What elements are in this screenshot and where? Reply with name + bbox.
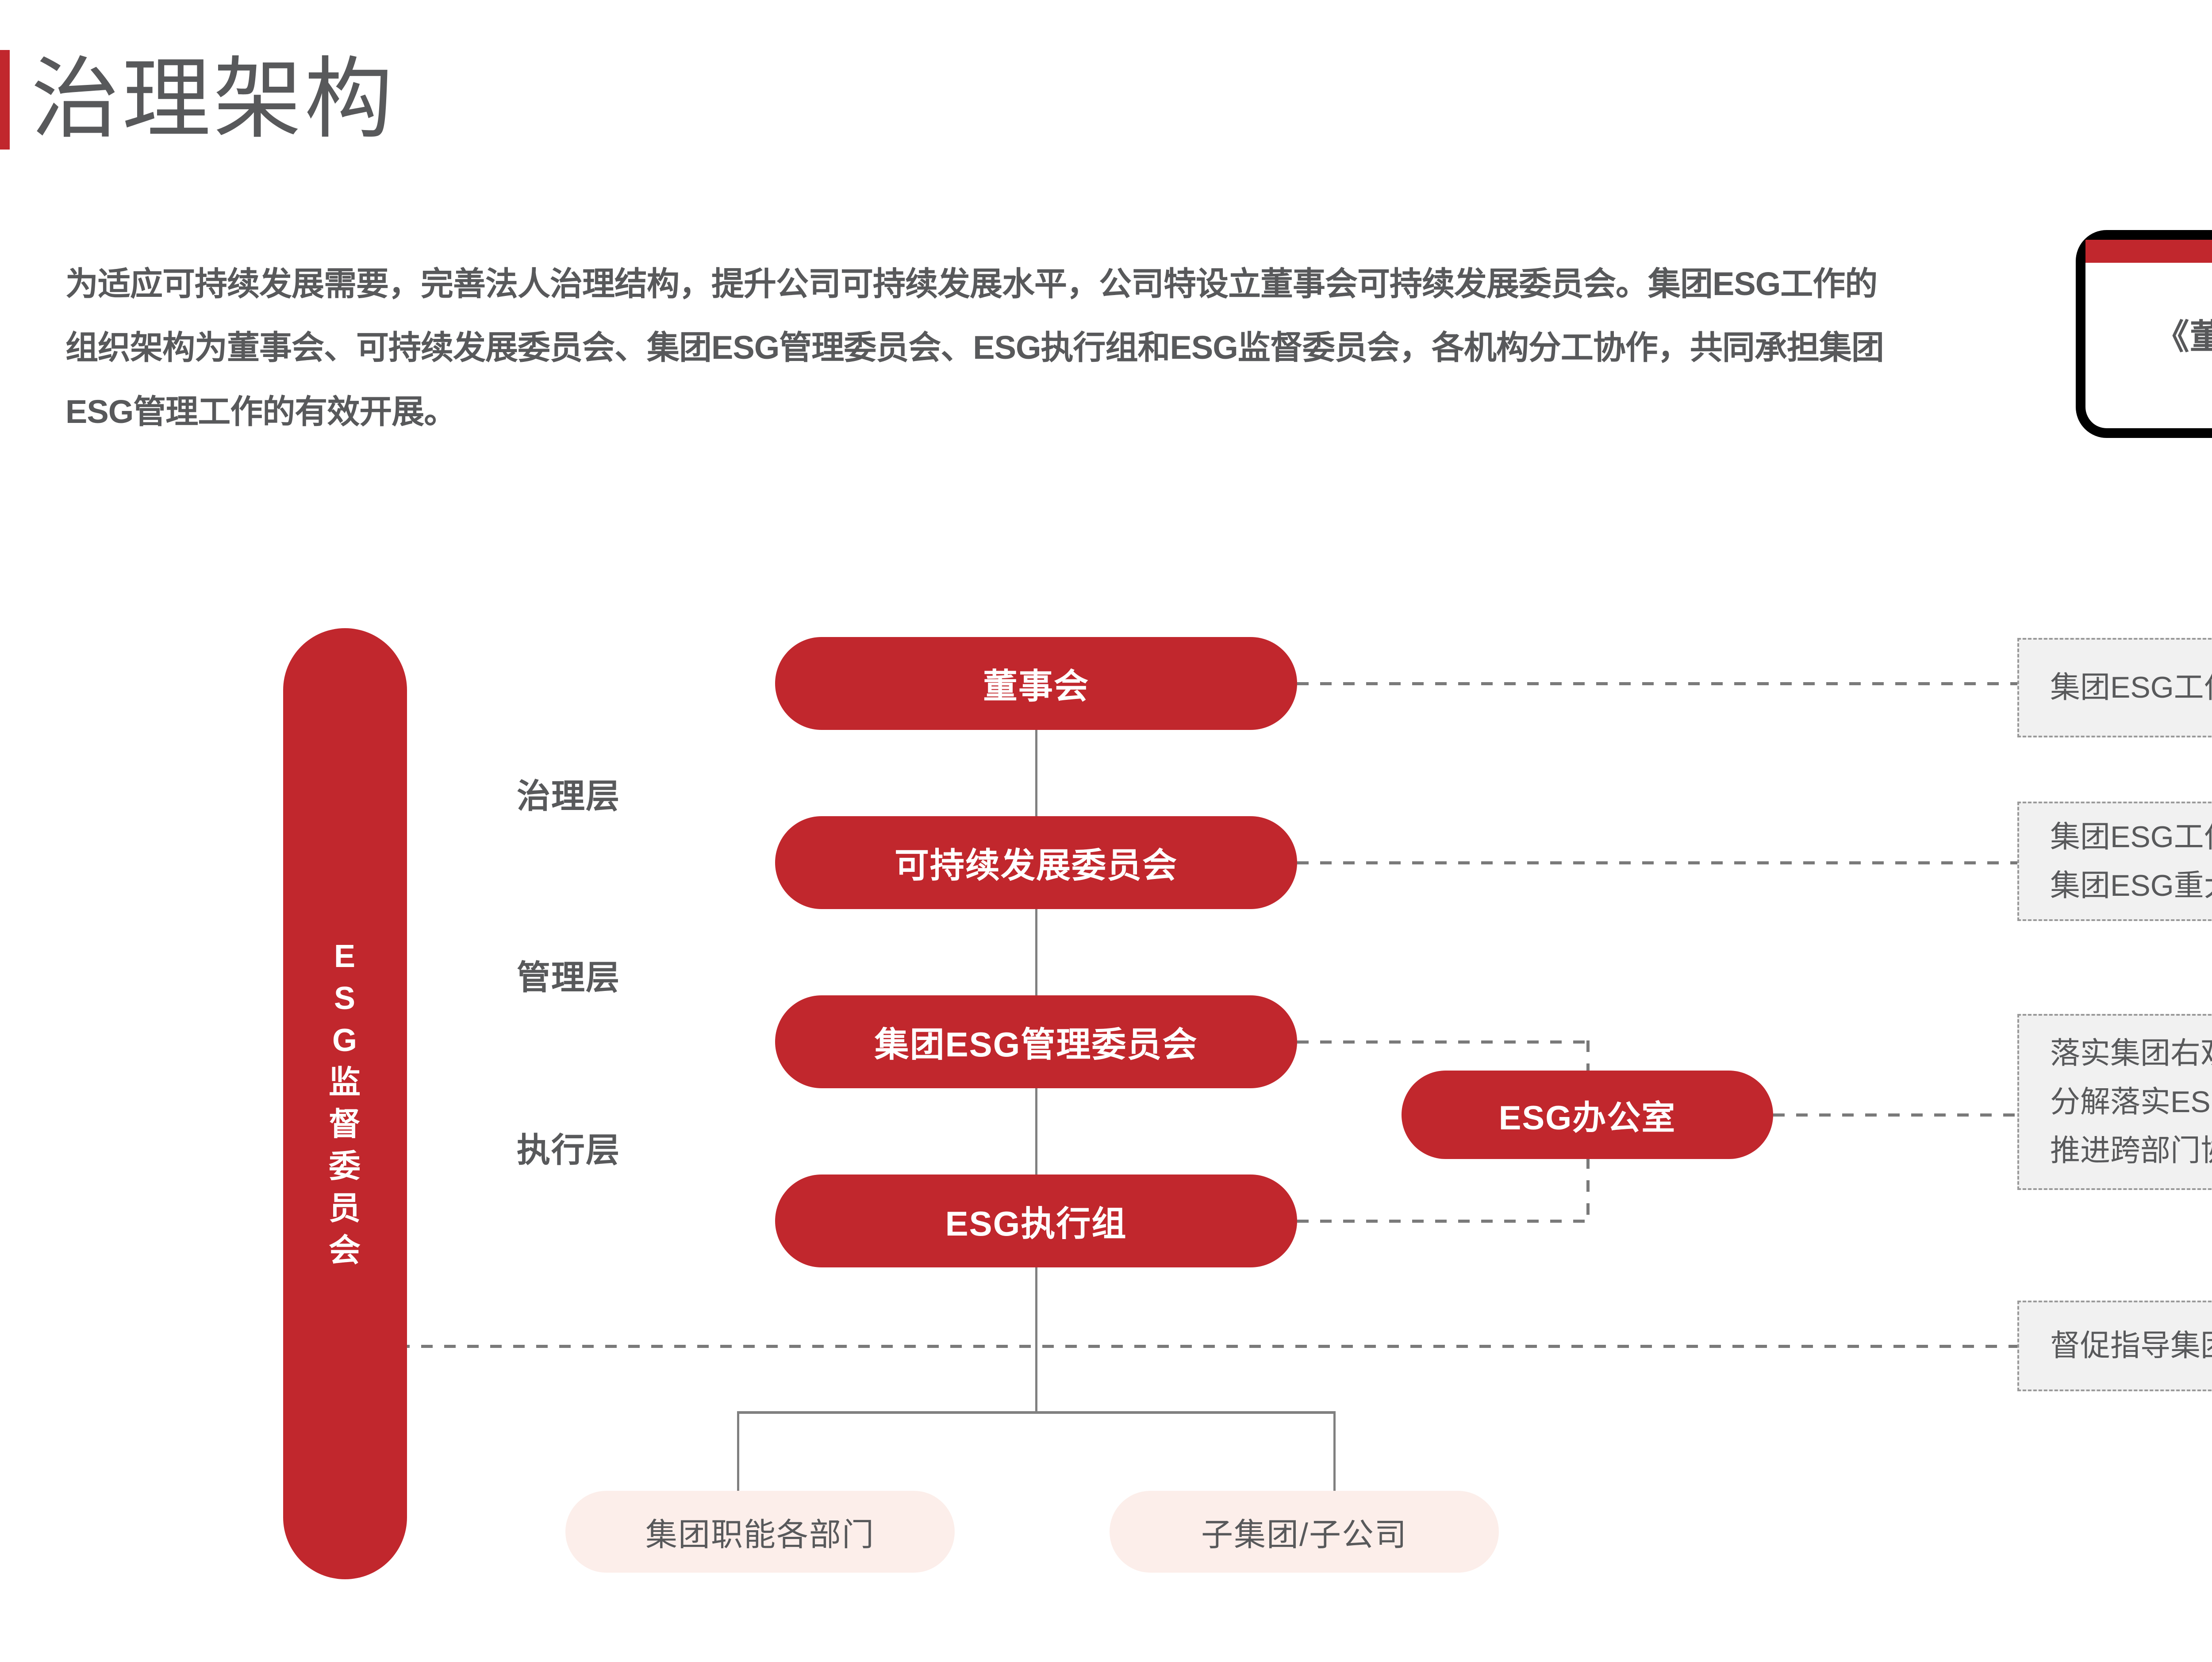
connector-node2-node3: [1035, 1088, 1037, 1175]
description-line: 集团ESG工作最高决策机构: [2050, 671, 2212, 705]
description-line: 督促指导集团ESG工作的开展: [2050, 1329, 2212, 1363]
node-esg-execution-team[interactable]: ESG执行组: [775, 1175, 1297, 1267]
document-accent-bar: [2085, 240, 2212, 263]
leader-node0-desc0: [1297, 682, 2019, 685]
layer-label-governance: 治理层: [517, 778, 620, 815]
intro-line-1: 为适应可持续发展需要，完善法人治理结构，提升公司可持续发展水平，公司特设立董事会…: [65, 265, 1878, 302]
vpill-char-3: 监: [328, 1064, 361, 1100]
document-callout-box[interactable]: 《董事会可持续发展委员会工作细则》: [2076, 230, 2212, 438]
node-sustainability-committee[interactable]: 可持续发展委员会: [775, 816, 1297, 909]
connector-node1-node2: [1035, 909, 1037, 995]
leader-office-desc2: [1773, 1113, 2019, 1117]
description-line: 集团ESG重大事项的批准: [2050, 869, 2212, 902]
intro-paragraph: 为适应可持续发展需要，完善法人治理结构，提升公司可持续发展水平，公司特设立董事会…: [65, 252, 1990, 444]
esg-supervision-committee-pill[interactable]: E S G 监 督 委 员 会: [283, 628, 407, 1579]
vpill-char-2: G: [332, 1022, 358, 1058]
connector-branch-left: [737, 1411, 739, 1492]
connector-branch-right: [1333, 1411, 1336, 1492]
description-line: 推进跨部门协调机制: [2050, 1134, 2212, 1168]
connector-branch-bar: [737, 1411, 1335, 1414]
vpill-char-1: S: [334, 980, 356, 1016]
connector-node3-branch: [1035, 1267, 1037, 1411]
leader-node3-office-up: [1586, 1157, 1590, 1222]
layer-label-management: 管理层: [517, 959, 620, 997]
leader-node2-office-down: [1586, 1040, 1590, 1072]
node-esg-office[interactable]: ESG办公室: [1402, 1071, 1773, 1159]
vpill-char-5: 委: [328, 1149, 361, 1185]
vpill-char-0: E: [334, 938, 356, 974]
description-box-esg-office: 落实集团右观ESG决定 分解落实ESG目标并督办达成 推进跨部门协调机制: [2017, 1014, 2212, 1190]
description-box-board: 集团ESG工作最高决策机构: [2017, 638, 2212, 737]
leader-node3-office: [1297, 1220, 1589, 1223]
page-title: 治理架构: [31, 50, 396, 149]
page-header: 治理架构: [0, 49, 396, 150]
layer-label-execution: 执行层: [517, 1132, 620, 1169]
description-box-supervision: 督促指导集团ESG工作的开展: [2017, 1301, 2212, 1391]
esg-supervision-committee-label: E S G 监 督 委 员 会: [329, 936, 361, 1272]
description-line: 落实集团右观ESG决定: [2050, 1036, 2212, 1070]
title-accent-bar: [0, 50, 10, 150]
leader-node1-desc1: [1297, 861, 2019, 864]
vpill-char-4: 督: [328, 1107, 361, 1142]
description-box-sustainability-committee: 集团ESG工作统筹规划 集团ESG重大事项的批准: [2017, 802, 2212, 921]
document-title: 《董事会可持续发展委员会工作细则》: [2154, 317, 2212, 356]
leaf-subgroup-subsidiary[interactable]: 子集团/子公司: [1110, 1491, 1499, 1573]
connector-node0-node1: [1035, 730, 1037, 816]
description-line: 集团ESG工作统筹规划: [2050, 820, 2212, 854]
node-board-of-directors[interactable]: 董事会: [775, 637, 1297, 730]
vpill-char-7: 会: [328, 1233, 361, 1269]
leader-node2-office: [1297, 1040, 1589, 1044]
leader-supervision-desc3: [398, 1345, 2019, 1348]
intro-line-3: ESG管理工作的有效开展。: [65, 393, 457, 430]
vpill-char-6: 员: [328, 1191, 361, 1227]
description-line: 分解落实ESG目标并督办达成: [2050, 1085, 2212, 1119]
intro-line-2: 组织架构为董事会、可持续发展委员会、集团ESG管理委员会、ESG执行组和ESG监…: [65, 329, 1884, 366]
leaf-group-functional-departments[interactable]: 集团职能各部门: [565, 1491, 955, 1573]
node-group-esg-management-committee[interactable]: 集团ESG管理委员会: [775, 995, 1297, 1088]
